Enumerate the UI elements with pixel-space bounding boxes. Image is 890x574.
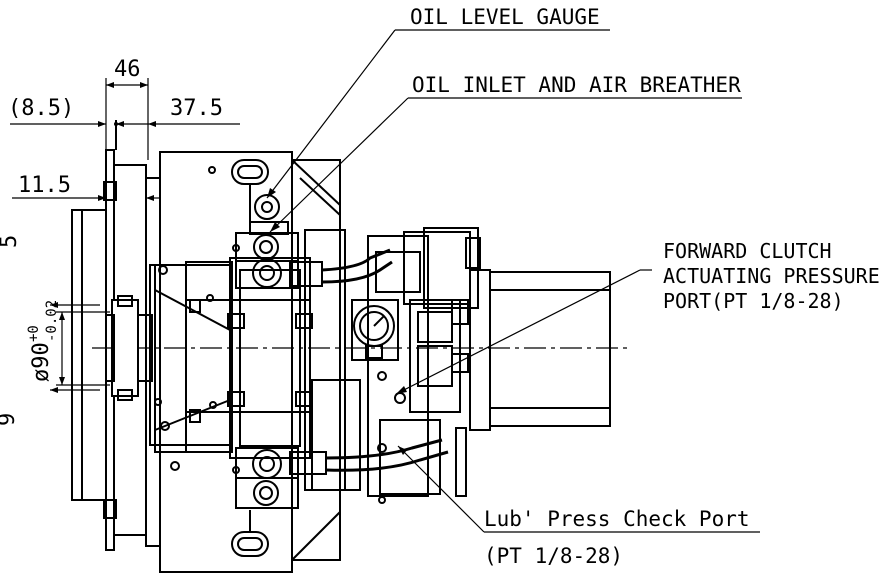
label-lub-press-2: (PT 1/8-28) bbox=[484, 544, 623, 568]
lower-fittings bbox=[235, 438, 449, 509]
dim-edge-top: 5 bbox=[0, 235, 22, 248]
label-lub-press-1: Lub' Press Check Port bbox=[484, 507, 750, 531]
svg-text:-0.02: -0.02 bbox=[44, 300, 60, 342]
svg-text:ø90: ø90 bbox=[29, 342, 54, 382]
label-forward-clutch-2: ACTUATING PRESSURE bbox=[663, 264, 880, 288]
label-forward-clutch-3: PORT(PT 1/8-28) bbox=[663, 289, 844, 313]
upper-fittings bbox=[235, 232, 393, 289]
callout-leaders bbox=[266, 29, 760, 533]
svg-text:+0: +0 bbox=[26, 325, 42, 342]
dim-phi-90: ø90 +0 -0.02 bbox=[26, 300, 60, 382]
oil-level-gauge-fitting bbox=[249, 194, 289, 235]
pump-motor bbox=[469, 269, 611, 431]
label-forward-clutch-1: FORWARD CLUTCH bbox=[663, 239, 832, 263]
label-oil-level-gauge: OIL LEVEL GAUGE bbox=[410, 5, 600, 29]
pressure-gauge bbox=[351, 299, 399, 361]
dim-edge-bottom: 9 bbox=[0, 413, 20, 426]
dim-8-5: (8.5) bbox=[8, 96, 74, 121]
dim-11-5: 11.5 bbox=[18, 173, 71, 198]
dim-37-5: 37.5 bbox=[170, 96, 223, 121]
dimension-lines bbox=[10, 78, 240, 393]
dim-46: 46 bbox=[114, 57, 141, 82]
label-oil-inlet-air-breather: OIL INLET AND AIR BREATHER bbox=[412, 73, 741, 97]
control-valve-block bbox=[367, 227, 481, 497]
input-flange bbox=[71, 120, 153, 551]
